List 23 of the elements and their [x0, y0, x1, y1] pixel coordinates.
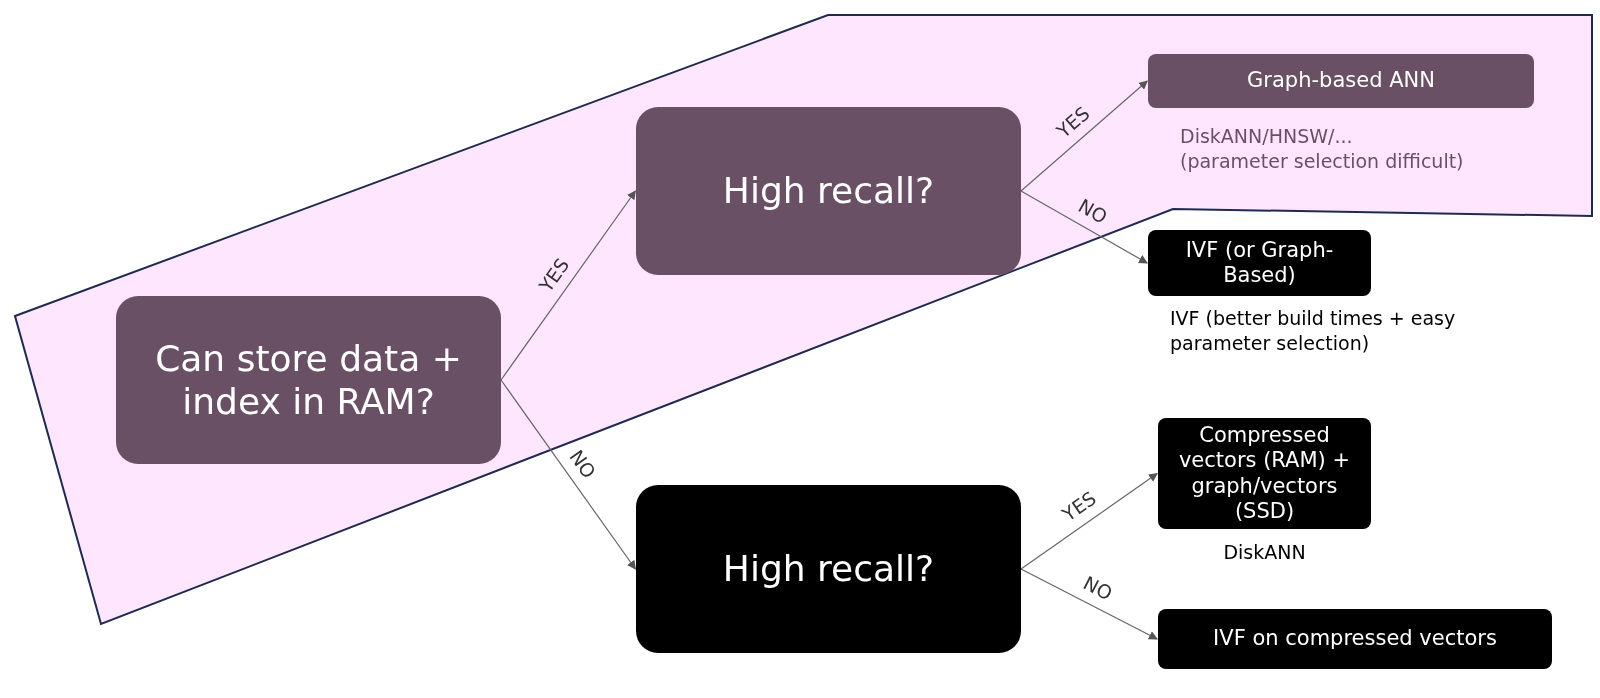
edge-label: YES: [1058, 487, 1101, 526]
edge-label: YES: [534, 254, 574, 296]
decision-box: Can store data + index in RAM?: [116, 296, 501, 464]
decision-box: Compressed vectors (RAM) + graph/vectors (SSD): [1158, 418, 1371, 529]
arrow: [1020, 80, 1148, 192]
outcome-box: IVF on compressed vectors: [1158, 609, 1552, 669]
node-note: DiskANN: [1222, 540, 1307, 565]
arrow: [1020, 568, 1158, 640]
decision-box: High recall?: [636, 107, 1021, 275]
node-note: (parameter selection difficult): [1180, 148, 1465, 174]
arrow: [500, 379, 636, 570]
node-note: DiskANN/HNSW/...: [1180, 124, 1354, 149]
arrow: [500, 190, 636, 381]
outcome-box: Graph-based ANN: [1148, 54, 1534, 108]
edge-label: YES: [1052, 102, 1094, 143]
edge-label: NO: [1075, 194, 1112, 229]
decision-box: High recall?: [636, 485, 1021, 653]
edge-label: NO: [565, 445, 601, 483]
arrow: [1020, 190, 1148, 264]
outcome-box: IVF (or Graph-Based): [1148, 230, 1371, 296]
arrow: [1020, 472, 1158, 570]
node-note: IVF (better build times + easy parameter selection): [1170, 306, 1457, 356]
edge-label: NO: [1079, 571, 1116, 605]
